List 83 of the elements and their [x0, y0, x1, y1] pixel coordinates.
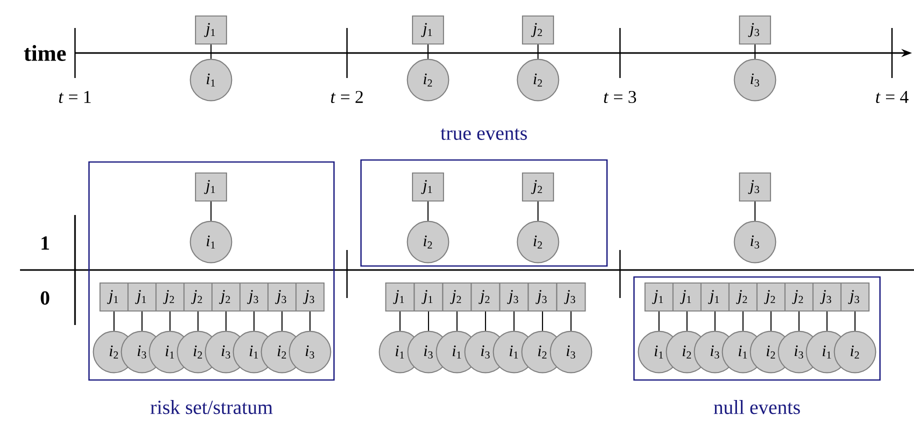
square-node: j$_{3}$ — [812, 282, 842, 312]
square-node: j$_{2}$ — [211, 282, 241, 312]
square-node: j$_{3}$ — [738, 172, 772, 202]
square-node: j$_{3}$ — [499, 282, 529, 312]
connector-line — [742, 312, 744, 331]
connector-line — [714, 312, 716, 331]
square-node: j$_{3}$ — [267, 282, 297, 312]
square-node: j$_{2}$ — [756, 282, 786, 312]
square-node: j$_{3}$ — [528, 282, 558, 312]
circle-node: i$_{3}$ — [550, 330, 592, 374]
connector-line — [542, 312, 544, 331]
connector-line — [484, 312, 486, 331]
square-node: j$_{2}$ — [522, 15, 554, 45]
tick-label: t = 4 — [876, 90, 908, 103]
circle-node: i$_{2}$ — [834, 330, 876, 374]
square-node: j$_{2}$ — [442, 282, 472, 312]
square-node: j$_{2}$ — [522, 172, 554, 202]
connector-line — [456, 312, 458, 331]
connector-line — [826, 312, 828, 331]
connector-line — [427, 202, 429, 221]
tick-label: t = 2 — [331, 90, 363, 104]
square-node: j$_{1}$ — [127, 282, 157, 312]
square-node: j$_{2}$ — [155, 282, 185, 312]
connector-line — [513, 312, 515, 331]
square-node: j$_{3}$ — [738, 15, 772, 45]
connector-line — [210, 44, 212, 59]
square-node: j$_{3}$ — [295, 282, 325, 312]
axis-title: time — [24, 45, 66, 61]
connector-line — [141, 312, 143, 331]
square-node: j$_{3}$ — [840, 282, 870, 312]
connector-line — [169, 312, 171, 331]
square-node: j$_{3}$ — [239, 282, 269, 312]
square-node: j$_{1}$ — [194, 15, 228, 45]
connector-line — [427, 44, 429, 59]
square-node: j$_{1}$ — [672, 282, 702, 312]
circle-node: i$_{3}$ — [288, 330, 332, 374]
connector-line — [570, 312, 572, 331]
connector-line — [225, 312, 227, 331]
square-node: j$_{1}$ — [412, 15, 444, 45]
tick-label: t = 3 — [604, 90, 636, 104]
connector-line — [798, 312, 800, 331]
circle-node: i$_{3}$ — [734, 220, 776, 264]
tick-label: t = 1 — [59, 90, 91, 104]
circle-node: i$_{3}$ — [734, 58, 776, 102]
node-label: null events — [714, 400, 800, 414]
connector-line — [281, 312, 283, 331]
square-node: j$_{1}$ — [700, 282, 730, 312]
connector-line — [770, 312, 772, 331]
square-node: j$_{1}$ — [99, 282, 129, 312]
connector-line — [854, 312, 856, 331]
axis-label: 0 — [40, 291, 50, 305]
connector-line — [399, 312, 401, 331]
square-node: j$_{2}$ — [728, 282, 758, 312]
connector-line — [537, 202, 539, 221]
circle-node: i$_{2}$ — [516, 58, 560, 102]
connector-line — [197, 312, 199, 331]
connector-line — [113, 312, 115, 331]
node-label: true events — [440, 128, 527, 140]
connector-line — [253, 312, 255, 331]
connector-line — [686, 312, 688, 331]
connector-line — [428, 312, 430, 331]
square-node: j$_{2}$ — [183, 282, 213, 312]
circle-node: i$_{2}$ — [406, 220, 450, 264]
square-node: j$_{1}$ — [194, 172, 228, 202]
square-node: j$_{1}$ — [385, 282, 415, 312]
square-node: j$_{2}$ — [784, 282, 814, 312]
square-node: j$_{1}$ — [414, 282, 444, 312]
node-label: risk set/stratum — [150, 400, 273, 414]
circle-node: i$_{1}$ — [190, 58, 232, 102]
connector-line — [309, 312, 311, 331]
connector-line — [210, 202, 212, 221]
circle-node: i$_{2}$ — [516, 220, 560, 264]
square-node: j$_{1}$ — [644, 282, 674, 312]
circle-node: i$_{2}$ — [406, 58, 450, 102]
connector-line — [754, 202, 756, 221]
connector-line — [754, 44, 756, 59]
square-node: j$_{2}$ — [470, 282, 500, 312]
circle-node: i$_{1}$ — [190, 220, 232, 264]
connector-line — [658, 312, 660, 331]
connector-line — [537, 44, 539, 59]
axis-label: 1 — [42, 236, 49, 250]
square-node: j$_{3}$ — [556, 282, 586, 312]
square-node: j$_{1}$ — [412, 172, 444, 202]
